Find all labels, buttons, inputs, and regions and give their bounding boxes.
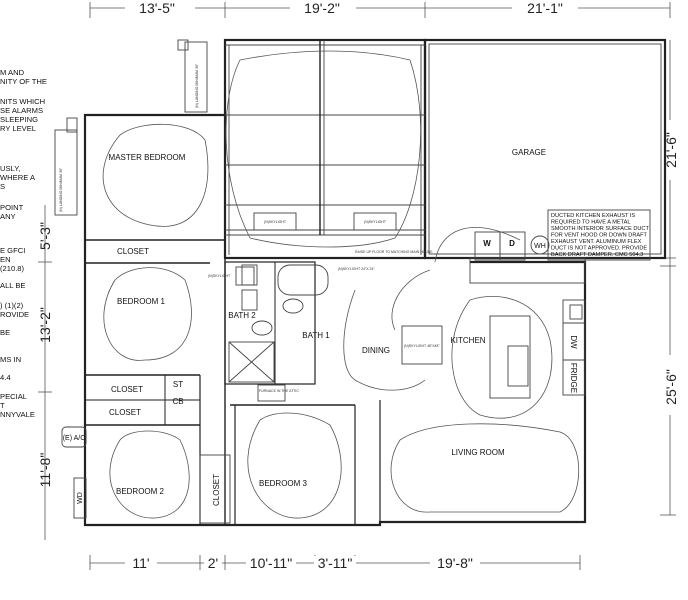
fridge-label: FRIDGE — [569, 363, 578, 393]
dim-top-2: 19'-2" — [304, 0, 340, 16]
svg-text:FURNACE IN THE ATTIC: FURNACE IN THE ATTIC — [259, 389, 299, 393]
water-heater-label: WH — [534, 243, 546, 250]
svg-text:(N) LANDING MINIMUM 36": (N) LANDING MINIMUM 36" — [59, 167, 63, 212]
room-closet-2: CLOSET — [111, 385, 143, 394]
room-closet-1: CLOSET — [117, 247, 149, 256]
svg-text:(N) LANDING MINIMUM 36": (N) LANDING MINIMUM 36" — [195, 63, 199, 108]
bottom-dimensions: 11' 2' 10'-11" 3'-11" 19'-8" — [89, 555, 581, 571]
dim-bottom-1: 11' — [132, 555, 149, 571]
room-st: ST — [173, 380, 183, 389]
svg-text:(N)SKYLIGHT: (N)SKYLIGHT — [364, 220, 387, 224]
dim-bottom-5: 19'-8" — [437, 555, 473, 571]
dim-bottom-2: 2' — [208, 555, 218, 571]
room-bedroom-1: BEDROOM 1 — [117, 297, 166, 306]
svg-text:(N)SKYLIGHT: (N)SKYLIGHT — [208, 274, 231, 278]
room-bedroom-3: BEDROOM 3 — [259, 479, 308, 488]
svg-text:(N)SKYLIGHT: (N)SKYLIGHT — [264, 220, 287, 224]
dim-top-1: 13'-5" — [139, 0, 175, 16]
dim-bottom-3: 10'-11" — [250, 555, 292, 571]
top-dimensions: 13'-5" 19'-2" 21'-1" — [89, 0, 671, 18]
dim-right-1: 21'-6" — [663, 132, 679, 168]
electrical-circuits — [102, 50, 579, 519]
svg-text:(N)SKYLIGHT 48"X48": (N)SKYLIGHT 48"X48" — [404, 344, 440, 348]
room-bedroom-2: BEDROOM 2 — [116, 487, 165, 496]
dim-bottom-4: 3'-11" — [318, 555, 353, 571]
room-bath-2: BATH 2 — [228, 311, 256, 320]
room-closet-4: CLOSET — [212, 474, 221, 506]
room-garage: GARAGE — [512, 148, 546, 157]
walls — [54, 38, 667, 527]
dim-left-1: 5'-3" — [37, 222, 53, 250]
dim-left-2: 13'-2" — [37, 307, 53, 343]
room-living-room: LIVING ROOM — [451, 448, 505, 457]
room-master-bedroom: MASTER BEDROOM — [109, 153, 186, 162]
dim-left-3: 11'-8" — [37, 453, 53, 488]
dishwasher-label: DW — [569, 335, 578, 349]
room-closet-3: CLOSET — [109, 408, 141, 417]
right-dimensions: 21'-6" 25'-6" — [660, 40, 680, 516]
appliances: W D WH DW FRIDGE (E) A/C WD — [63, 235, 578, 504]
dim-right-2: 25'-6" — [663, 369, 679, 405]
dryer-label: D — [509, 239, 515, 248]
washer-label: W — [483, 239, 491, 248]
ac-label: (E) A/C — [63, 435, 86, 442]
dim-top-3: 21'-1" — [527, 0, 563, 16]
room-cb: CB — [172, 397, 183, 406]
room-dining: DINING — [362, 346, 390, 355]
svg-text:(N)SKYLIGHT 24"X 24": (N)SKYLIGHT 24"X 24" — [338, 267, 375, 271]
left-dimensions: 5'-3" 13'-2" 11'-8" — [37, 205, 53, 540]
room-labels: GARAGE MASTER BEDROOM CLOSET BEDROOM 1 B… — [109, 148, 547, 506]
wd-label: WD — [77, 492, 84, 504]
svg-text:RAISE UP FLOOR TO MATCHING MAI: RAISE UP FLOOR TO MATCHING MAIN HOUSE — [355, 250, 433, 254]
room-kitchen: KITCHEN — [450, 336, 485, 345]
room-bath-1: BATH 1 — [302, 331, 330, 340]
